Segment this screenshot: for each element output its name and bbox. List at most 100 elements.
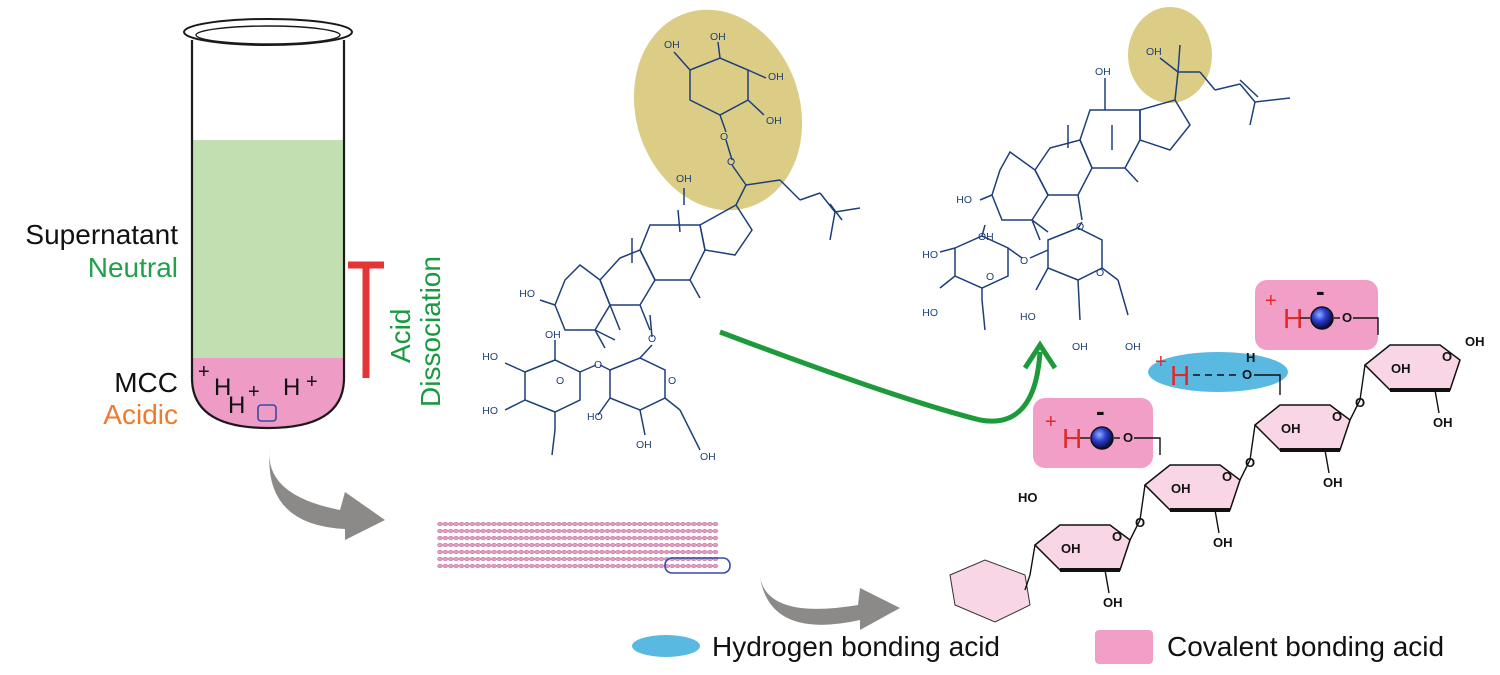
fibril-bead	[658, 536, 665, 541]
fibril-bead	[583, 529, 589, 534]
fibril-bead	[550, 557, 557, 562]
fibril-bead	[529, 522, 535, 527]
fibril-bead	[437, 557, 443, 562]
fibril-bead	[464, 557, 470, 562]
fibril-bead	[610, 564, 616, 569]
fibril-bead	[501, 529, 508, 534]
fibril-bead	[561, 557, 568, 562]
fibril-bead	[501, 564, 508, 569]
fibril-bead	[496, 522, 503, 527]
fibril-bead	[474, 543, 481, 548]
svg-text:HO: HO	[519, 288, 535, 300]
fibril-bead	[469, 557, 476, 562]
fibril-bead	[437, 564, 443, 569]
fibril-bead	[696, 543, 703, 548]
fibril-bead	[469, 550, 476, 555]
fibril-bead	[550, 550, 557, 555]
fibril-bead	[485, 550, 492, 555]
fibril-bead	[523, 564, 530, 569]
fibril-bead	[485, 564, 492, 569]
fibril-bead	[469, 522, 476, 527]
fibril-bead	[545, 536, 551, 541]
fibril-bead	[637, 550, 643, 555]
fibril-bead	[631, 557, 638, 562]
fibril-bead	[577, 536, 584, 541]
fibril-bead	[550, 536, 557, 541]
fibril-bead	[712, 543, 719, 548]
fibril-bead	[674, 564, 681, 569]
fibril-bead	[631, 543, 638, 548]
fibril-bead	[647, 543, 654, 548]
fibril-bead	[669, 550, 676, 555]
fibril-bead	[496, 543, 503, 548]
fibril-bead	[658, 529, 665, 534]
fibril-bead	[518, 536, 524, 541]
fibril-bead	[453, 522, 460, 527]
svg-text:OH: OH	[676, 173, 692, 185]
fibril-bead	[561, 522, 568, 527]
fibril-bead	[529, 557, 535, 562]
fibril-bead	[464, 536, 470, 541]
fibril-bead	[642, 564, 649, 569]
fibril-bead	[588, 557, 595, 562]
fibril-bead	[464, 564, 470, 569]
fibril-bead	[664, 550, 670, 555]
fibril-bead	[593, 557, 600, 562]
fibril-bead	[507, 550, 514, 555]
glycosyl-highlight-1	[633, 9, 803, 211]
fibril-bead	[529, 550, 535, 555]
svg-text:HO: HO	[922, 249, 938, 261]
fibril-bead	[588, 536, 595, 541]
fibril-bead	[458, 543, 465, 548]
fibril-bead	[572, 522, 578, 527]
fibril-bead	[447, 550, 454, 555]
hbond-h: H	[1170, 360, 1190, 391]
fibril-bead	[566, 564, 573, 569]
fibril-bead	[583, 564, 589, 569]
fibril-bead	[523, 543, 530, 548]
fibril-bead	[583, 522, 589, 527]
fibril-bead	[474, 536, 481, 541]
fibril-bead	[691, 550, 697, 555]
fibril-bead	[626, 543, 632, 548]
fibril-bead	[685, 564, 692, 569]
fibril-bead	[523, 536, 530, 541]
fibril-bead	[561, 529, 568, 534]
fibril-bead	[653, 543, 659, 548]
fibril-bead	[469, 529, 476, 534]
fibril-bead	[447, 529, 454, 534]
fibril-bead	[464, 529, 470, 534]
fibril-bead	[442, 536, 449, 541]
fibril-bead	[712, 536, 719, 541]
fibril-bead	[593, 529, 600, 534]
svg-text:OH: OH	[766, 115, 782, 127]
fibril-bead	[453, 564, 460, 569]
fibril-bead	[442, 529, 449, 534]
fibril-bead	[626, 557, 632, 562]
svg-text:O: O	[668, 375, 676, 387]
fibril-bead	[620, 522, 627, 527]
fibril-bead	[674, 543, 681, 548]
fibril-bead	[556, 543, 562, 548]
fibril-bead	[583, 536, 589, 541]
svg-text:O: O	[720, 131, 728, 143]
gray-arrow-1	[269, 447, 385, 540]
fibril-bead	[642, 522, 649, 527]
fibril-bead	[572, 529, 578, 534]
fibril-bead	[447, 557, 454, 562]
svg-text:HO: HO	[956, 194, 972, 206]
fibril-bead	[583, 550, 589, 555]
fibril-bead	[642, 529, 649, 534]
fibril-bead	[566, 557, 573, 562]
fibril-bead	[534, 529, 541, 534]
fibril-bead	[561, 536, 568, 541]
fibril-bead	[512, 522, 519, 527]
glycosidic-bond	[1129, 484, 1146, 541]
fibril-bead	[480, 564, 487, 569]
fibril-bead	[577, 543, 584, 548]
fibril-bead	[545, 522, 551, 527]
ring-hydroxyl: OH	[1061, 541, 1081, 556]
fibril-bead	[556, 536, 562, 541]
fibril-bead	[653, 536, 659, 541]
fibril-bead	[653, 529, 659, 534]
